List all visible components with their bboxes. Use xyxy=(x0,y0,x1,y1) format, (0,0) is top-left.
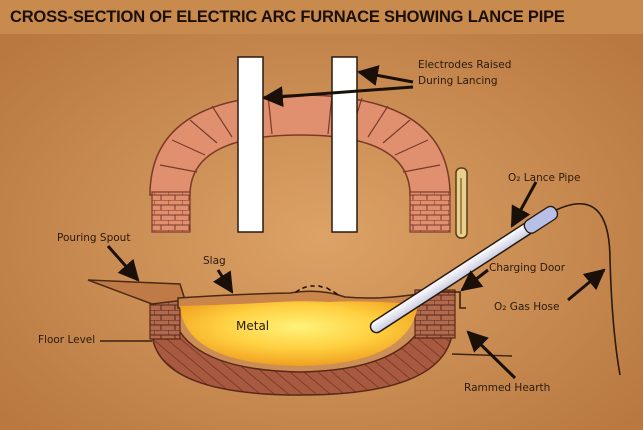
diagram-title: CROSS-SECTION OF ELECTRIC ARC FURNACE SH… xyxy=(10,8,565,26)
left-electrode xyxy=(237,56,264,233)
label-metal: Metal xyxy=(236,319,270,333)
right-electrode xyxy=(331,56,358,233)
label-o2-gas-hose: O₂ Gas Hose xyxy=(494,301,560,313)
right-wall xyxy=(409,191,451,233)
floor-line-right xyxy=(451,353,513,357)
o2-gas-hose xyxy=(555,203,621,376)
leader-lines xyxy=(106,65,606,380)
arrow-charging-door xyxy=(460,268,489,292)
label-o2-lance-pipe: O₂ Lance Pipe xyxy=(508,172,581,184)
arrow-lance-pipe xyxy=(510,181,538,228)
pouring-spout xyxy=(87,279,186,305)
label-rammed-hearth: Rammed Hearth xyxy=(464,382,551,394)
metal-bath xyxy=(180,301,418,366)
label-electrodes-line1: Electrodes Raised xyxy=(418,59,512,71)
label-floor-level: Floor Level xyxy=(38,334,96,346)
left-wall xyxy=(151,191,191,233)
arrow-rammed-hearth xyxy=(466,330,517,380)
label-charging-door: Charging Door xyxy=(489,262,566,274)
label-electrodes-line2: During Lancing xyxy=(418,75,498,87)
arrow-gas-hose xyxy=(567,268,606,302)
arrow-electrodes-left xyxy=(261,85,414,108)
label-slag: Slag xyxy=(203,255,226,267)
arrow-slag xyxy=(212,269,234,294)
arc-sparks xyxy=(295,285,338,295)
title-band xyxy=(0,0,643,34)
arrow-electrodes-right xyxy=(356,65,414,86)
arrow-pouring-spout xyxy=(106,245,140,282)
label-pouring-spout: Pouring Spout xyxy=(57,232,131,244)
